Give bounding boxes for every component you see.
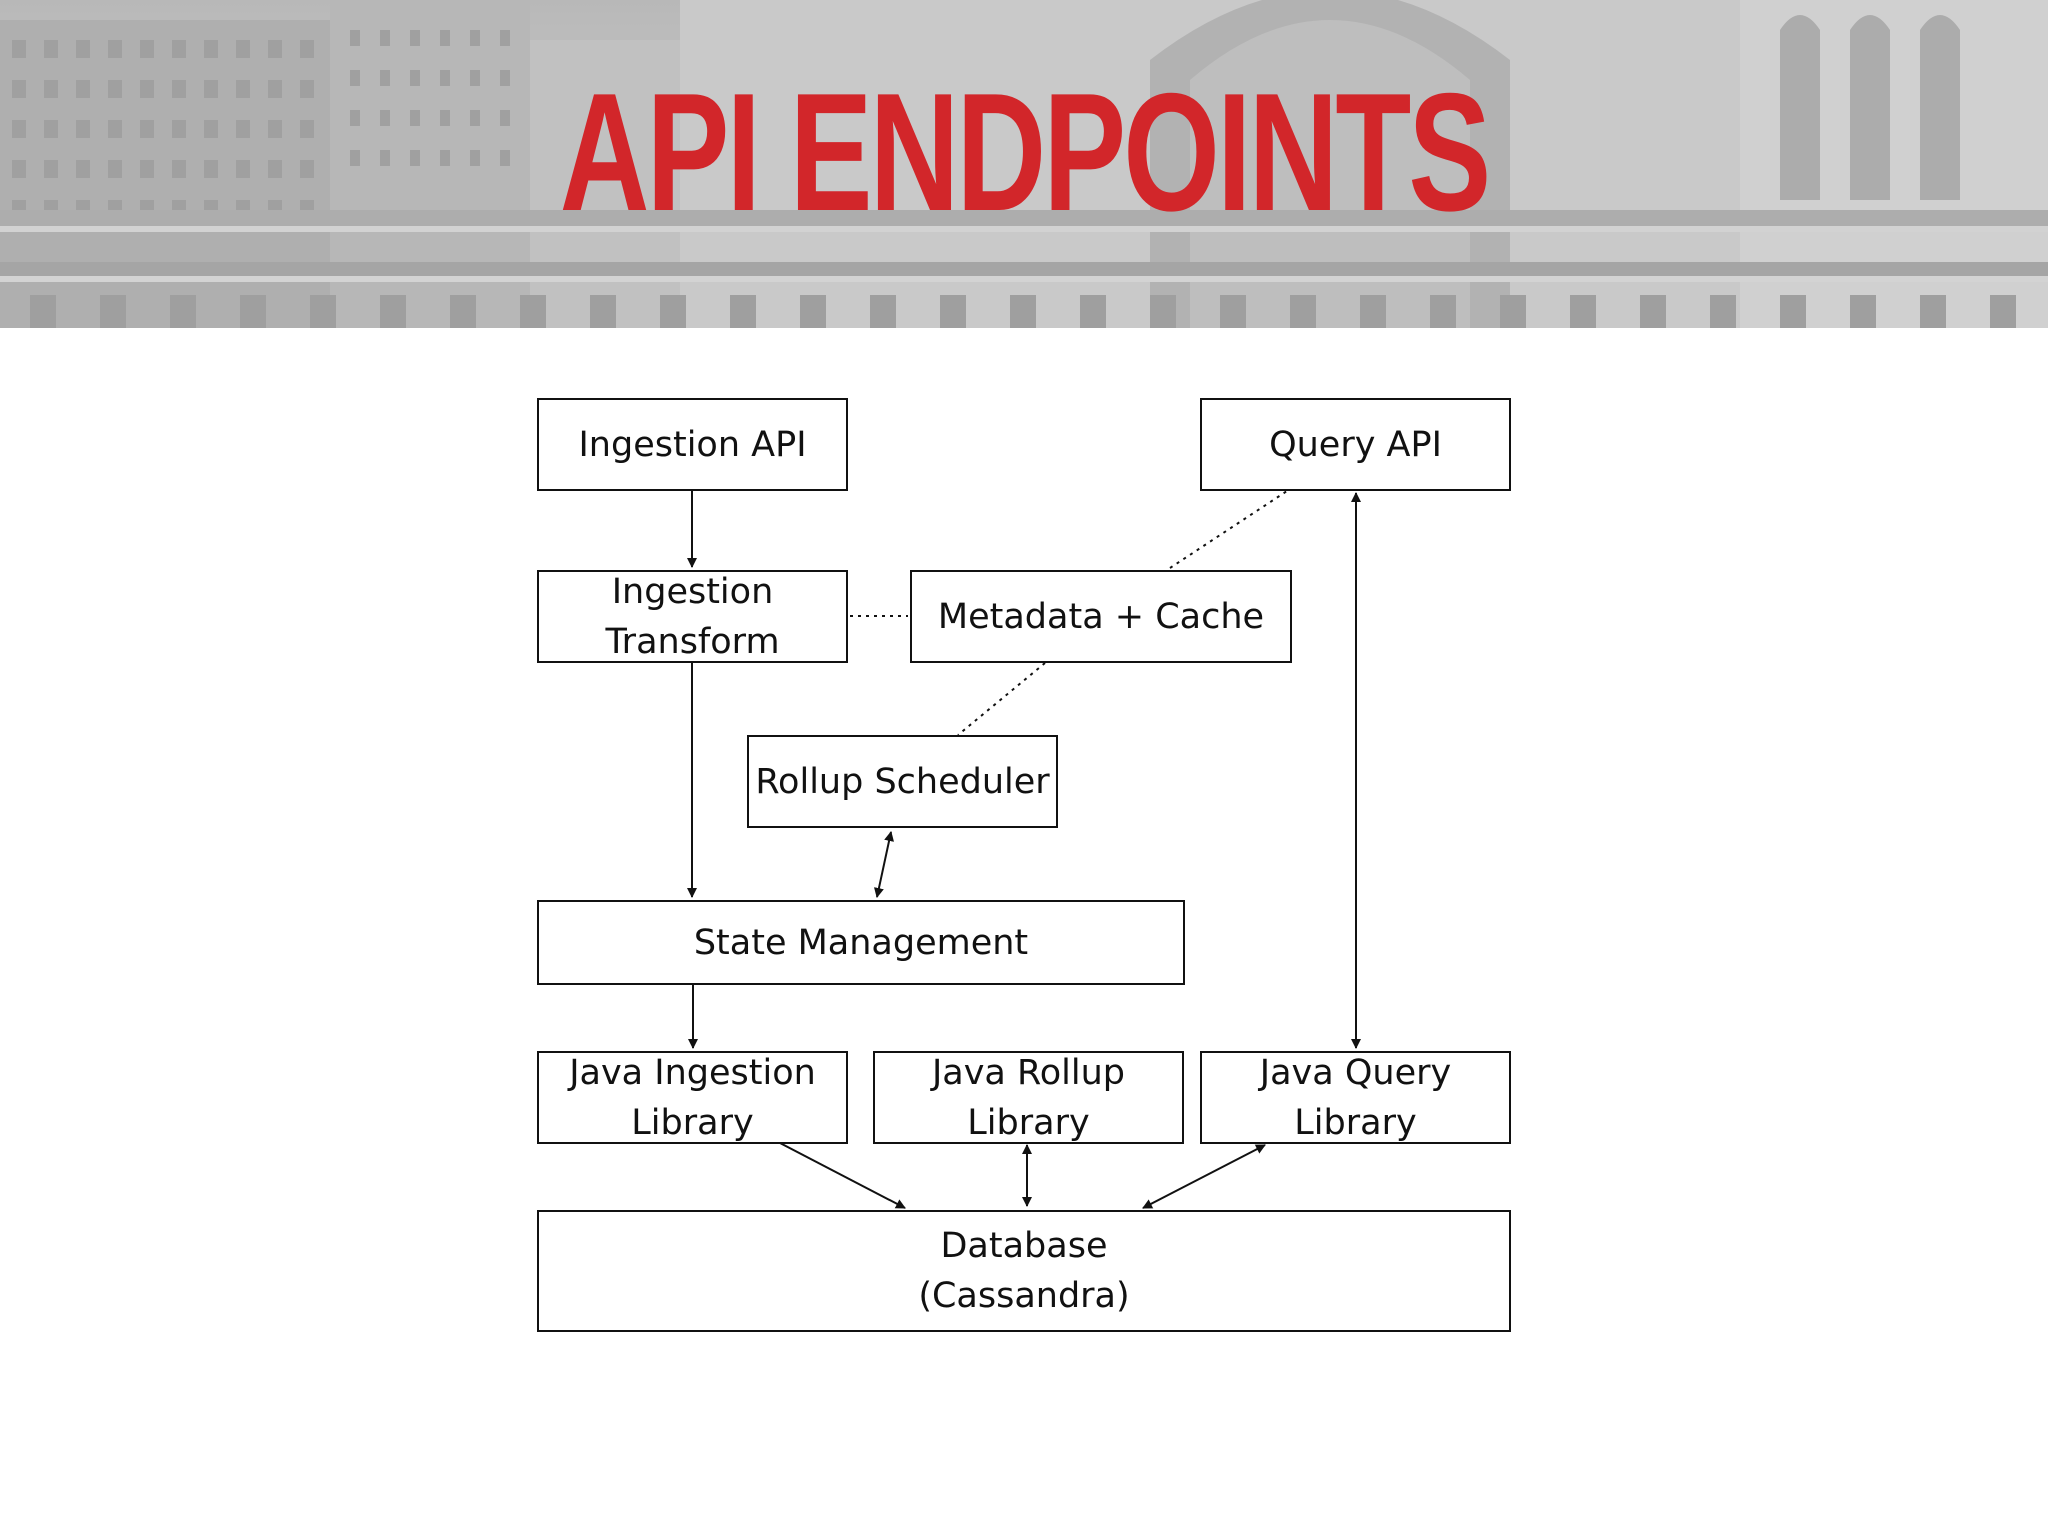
node-label: Query API [1269,424,1442,465]
header-banner: API ENDPOINTS [0,0,2048,328]
node-label-line-2: Library [967,1102,1090,1143]
node-label-line-2: Library [631,1102,754,1143]
node-label-line-1: Java Ingestion [569,1052,816,1093]
node-database: Database (Cassandra) [537,1210,1511,1332]
node-query-api: Query API [1200,398,1511,491]
node-java-query-library: Java Query Library [1200,1051,1511,1144]
node-label-line-1: Database [940,1226,1108,1266]
node-label: Metadata + Cache [937,596,1265,637]
node-label: Ingestion API [578,424,807,465]
node-label-line-1: Java Query [1259,1052,1452,1093]
edge-rollup-scheduler-to-state-management [874,831,894,898]
node-label-line-1: Java Rollup [931,1052,1126,1093]
node-metadata-cache: Metadata + Cache [910,570,1292,663]
node-java-rollup-library: Java Rollup Library [873,1051,1184,1144]
node-label-line-2: Library [1294,1102,1417,1143]
slide-title: API ENDPOINTS [559,58,1492,246]
node-label: Rollup Scheduler [755,761,1050,802]
edge-java-ingestion-library-to-database [779,1142,906,1209]
node-label-line-2: (Cassandra) [918,1276,1130,1316]
edge-metadata-cache-to-query-api [1169,490,1288,569]
node-label-line-2: Transform [605,621,780,662]
node-ingestion-api: Ingestion API [537,398,848,491]
building-backdrop-image [0,0,2048,328]
node-label: State Management [693,922,1029,963]
node-label-line-1: Ingestion [611,571,774,612]
node-java-ingestion-library: Java Ingestion Library [537,1051,848,1144]
edge-java-query-library-to-database [1142,1144,1266,1209]
node-rollup-scheduler: Rollup Scheduler [747,735,1058,828]
node-ingestion-transform: Ingestion Transform [537,570,848,663]
edge-metadata-cache-to-rollup-scheduler [957,662,1046,736]
node-state-management: State Management [537,900,1185,985]
